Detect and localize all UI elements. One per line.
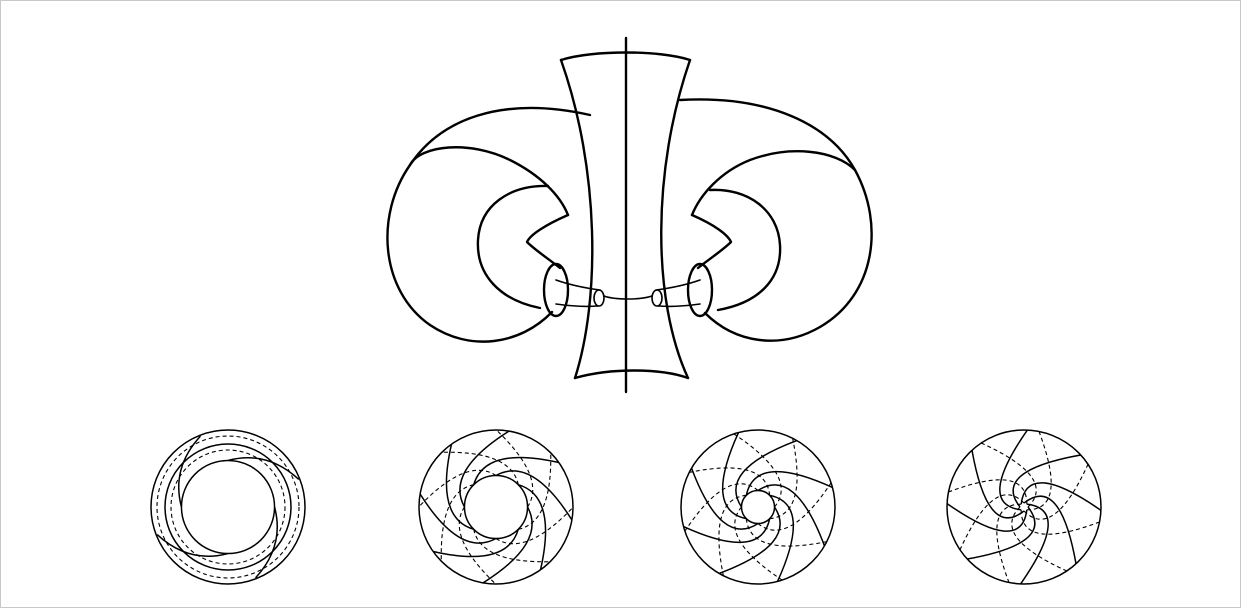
inner-circle xyxy=(464,475,527,538)
core-connector xyxy=(604,296,652,299)
ring-dashed xyxy=(171,450,285,564)
spiral-arc xyxy=(967,507,1035,559)
outer-circle xyxy=(419,430,573,584)
cross-section-4 xyxy=(947,430,1101,584)
hidden-arc xyxy=(496,430,532,507)
cross-sections xyxy=(151,430,1101,584)
left-torus-lobe xyxy=(387,108,590,342)
spiral-arc xyxy=(1021,504,1049,584)
hidden-arc xyxy=(960,495,1024,550)
left-tube-opening xyxy=(544,264,604,316)
cross-section-1 xyxy=(151,430,305,584)
outer-circle xyxy=(151,430,305,584)
hidden-arc xyxy=(419,470,496,506)
ring-dashed xyxy=(157,436,299,578)
cross-section-2 xyxy=(419,430,573,584)
cross-section-3 xyxy=(681,430,835,584)
spiral-arc xyxy=(947,504,1027,532)
hidden-arc xyxy=(1024,464,1088,519)
hidden-arc xyxy=(981,443,1036,507)
spiral-arc xyxy=(770,495,794,581)
right-tube-opening xyxy=(652,264,712,316)
inner-circle xyxy=(181,460,274,553)
spiral-arc xyxy=(1024,496,1076,564)
spiral-arc xyxy=(1021,483,1101,511)
spiral-arc xyxy=(972,450,1024,518)
spiral-arc xyxy=(1000,430,1028,510)
hidden-arc xyxy=(496,507,573,543)
main-illustration xyxy=(387,38,871,392)
inner-circle xyxy=(741,490,774,523)
outer-circle xyxy=(681,430,835,584)
spiral-arc xyxy=(1013,455,1081,507)
outer-circle xyxy=(947,430,1101,584)
hidden-arc xyxy=(459,507,495,584)
hidden-arc xyxy=(1012,507,1067,571)
